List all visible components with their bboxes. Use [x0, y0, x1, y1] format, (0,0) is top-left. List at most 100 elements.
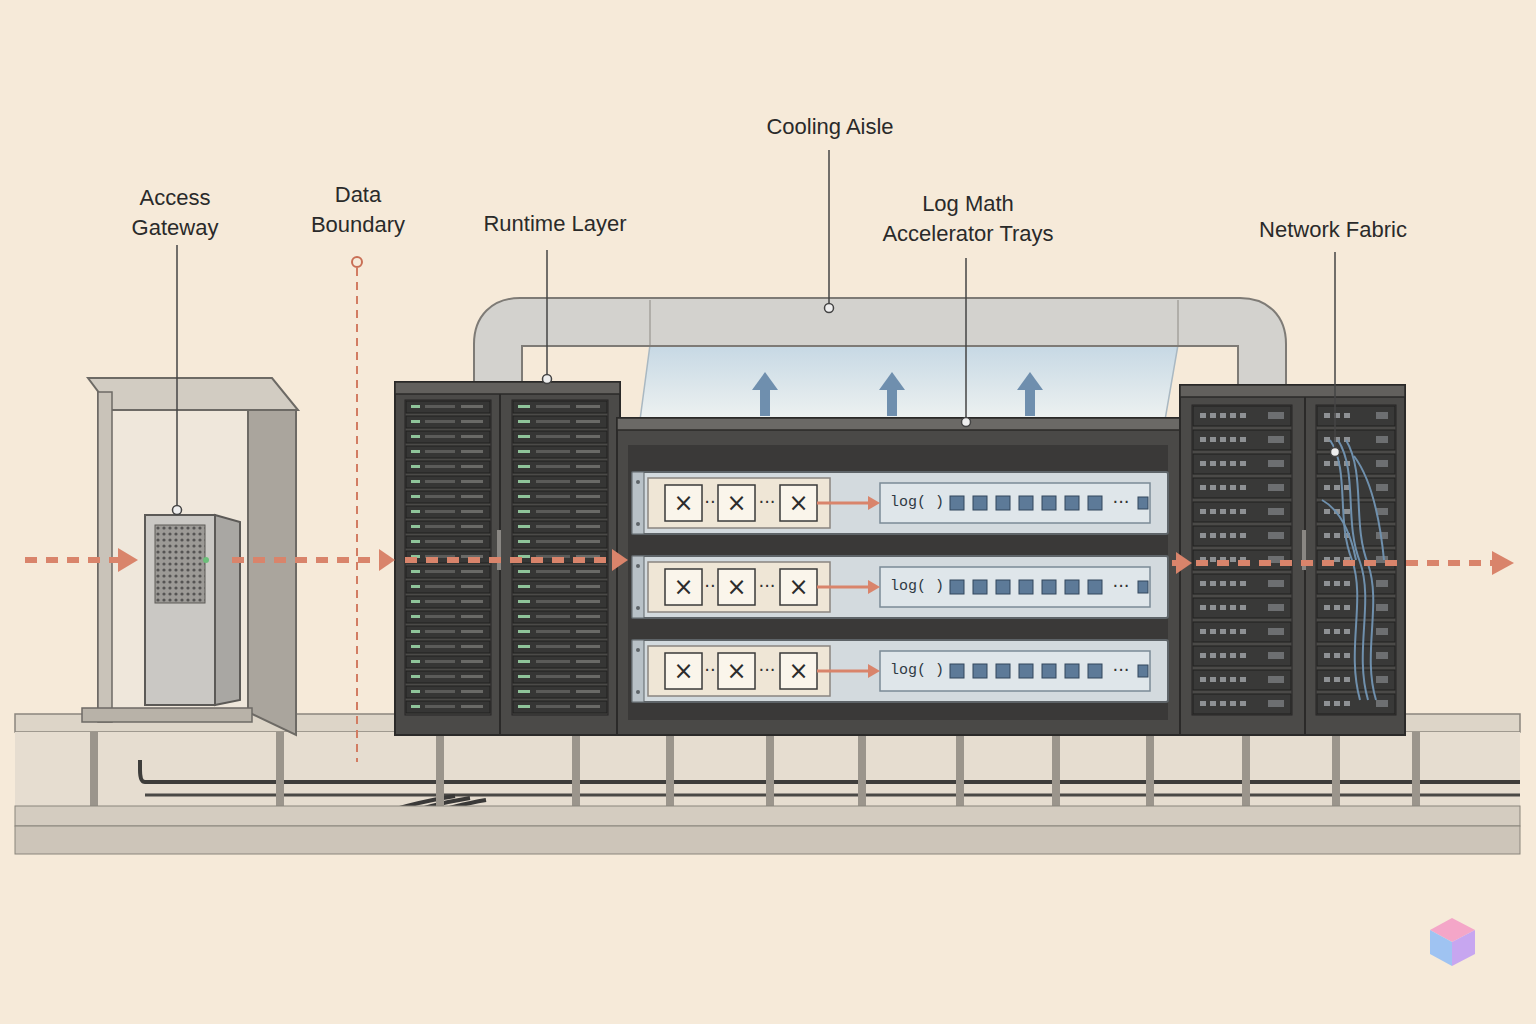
tray-screw: [636, 564, 640, 568]
arrow-head: [379, 549, 395, 571]
multiply-cell: [780, 569, 817, 605]
floor-pedestal: [1242, 732, 1250, 806]
multiply-cell: ×: [718, 569, 755, 605]
arrow-head: [1176, 552, 1192, 574]
gateway-kiosk: [82, 378, 298, 735]
boundary-label: Data Boundary: [298, 180, 418, 240]
kiosk-roof: [88, 378, 298, 410]
multiply-cell: ×: [718, 653, 755, 689]
cube-face: [1430, 930, 1452, 966]
tray-screw: [636, 606, 640, 610]
callout-label: Cooling Aisle: [710, 112, 950, 142]
boundary-line: [356, 268, 358, 762]
flow-arrow: [295, 549, 395, 571]
operator-symbol: ×: [780, 653, 817, 689]
leader-line: [1334, 252, 1336, 447]
ellipsis: ···: [752, 656, 782, 684]
log-unit: [1138, 497, 1148, 509]
operator-symbol: ×: [718, 569, 755, 605]
multiply-cell: [665, 569, 702, 605]
callout-label: Network Fabric: [1213, 215, 1453, 245]
tray-screw: [636, 522, 640, 526]
runtime-rack: Runtime Layer: [395, 382, 612, 735]
tray-bracket: [632, 640, 644, 702]
leader-line: [828, 150, 830, 303]
ellipsis: ···: [752, 488, 782, 516]
pipe: [145, 794, 1520, 797]
arrow-head: [612, 549, 628, 571]
log-unit: [996, 580, 1010, 594]
tray-screw: [636, 690, 640, 694]
multiply-cell: ×: [665, 485, 702, 521]
pipe: [145, 780, 1520, 784]
gateway-side: [215, 515, 240, 705]
runtime-racks: [395, 382, 620, 735]
operator-symbol: ×: [718, 485, 755, 521]
data-flow-dashes: [25, 560, 1492, 563]
multiply-cell: ×: [780, 569, 817, 605]
airflow-arrows: [752, 372, 1043, 416]
log-unit: [1042, 580, 1056, 594]
multiply-cell: ×: [780, 653, 817, 689]
operator-symbol: ×: [780, 569, 817, 605]
status-led: [203, 557, 209, 563]
tray-panel: [632, 556, 1168, 618]
multiply-cell: [718, 485, 755, 521]
operator-symbol: ×: [780, 485, 817, 521]
multiply-cell: [780, 653, 817, 689]
operator-symbol: ×: [665, 653, 702, 689]
log-unit: [1019, 580, 1033, 594]
flow-arrow: [1172, 552, 1192, 574]
pipe: [140, 760, 145, 782]
log-unit: [1065, 580, 1079, 594]
cable: [1338, 440, 1368, 700]
connector-line: [817, 670, 868, 673]
multiply-cell: ×: [718, 485, 755, 521]
multiply-panel: [648, 562, 830, 612]
duct-seam: [1177, 300, 1179, 345]
log-unit: [996, 496, 1010, 510]
airflow-shaft: [1025, 388, 1035, 416]
multiply-cell: [718, 653, 755, 689]
arrow-head: [868, 496, 880, 510]
flow-in: [25, 557, 120, 563]
connector-line: [817, 502, 868, 505]
log-unit: [973, 664, 987, 678]
multiply-cell: [718, 569, 755, 605]
leader-dot: [1331, 448, 1340, 457]
leader-dots: [173, 304, 1340, 515]
tray-screw: [636, 480, 640, 484]
cube-face: [1452, 930, 1475, 966]
kiosk-back: [98, 392, 248, 710]
floor-pedestal: [1332, 732, 1340, 806]
log-panel: [880, 483, 1150, 523]
flow-out: [1196, 560, 1492, 566]
multiply-panel: [648, 646, 830, 696]
leader-line: [546, 250, 548, 374]
duct-seam: [649, 300, 651, 345]
log-unit: [1138, 581, 1148, 593]
floor-pedestal: [766, 732, 774, 806]
pedestal-feet-band: [15, 806, 1520, 826]
accelerator-tray: [632, 640, 1168, 702]
leader-line: [965, 258, 967, 417]
floor-pedestal: [956, 732, 964, 806]
door-handle: [497, 530, 501, 570]
log-unit: [1138, 665, 1148, 677]
log-panel: log( ): [880, 651, 1150, 691]
multiply-cell: [780, 485, 817, 521]
gateway-cabinet: [145, 515, 215, 705]
ellipsis: ···: [1106, 656, 1136, 684]
accelerator-tray: [632, 472, 1168, 534]
floor-pedestal: [1052, 732, 1060, 806]
tray-screw: [636, 648, 640, 652]
rack-top: [395, 382, 620, 394]
leader-dot: [173, 506, 182, 515]
ellipsis: ···: [752, 572, 782, 600]
chassis-bay: [628, 445, 1168, 720]
log-unit: [1019, 496, 1033, 510]
log-unit: [1088, 664, 1102, 678]
cable: [1354, 456, 1384, 560]
duct-outline: [498, 322, 1262, 388]
